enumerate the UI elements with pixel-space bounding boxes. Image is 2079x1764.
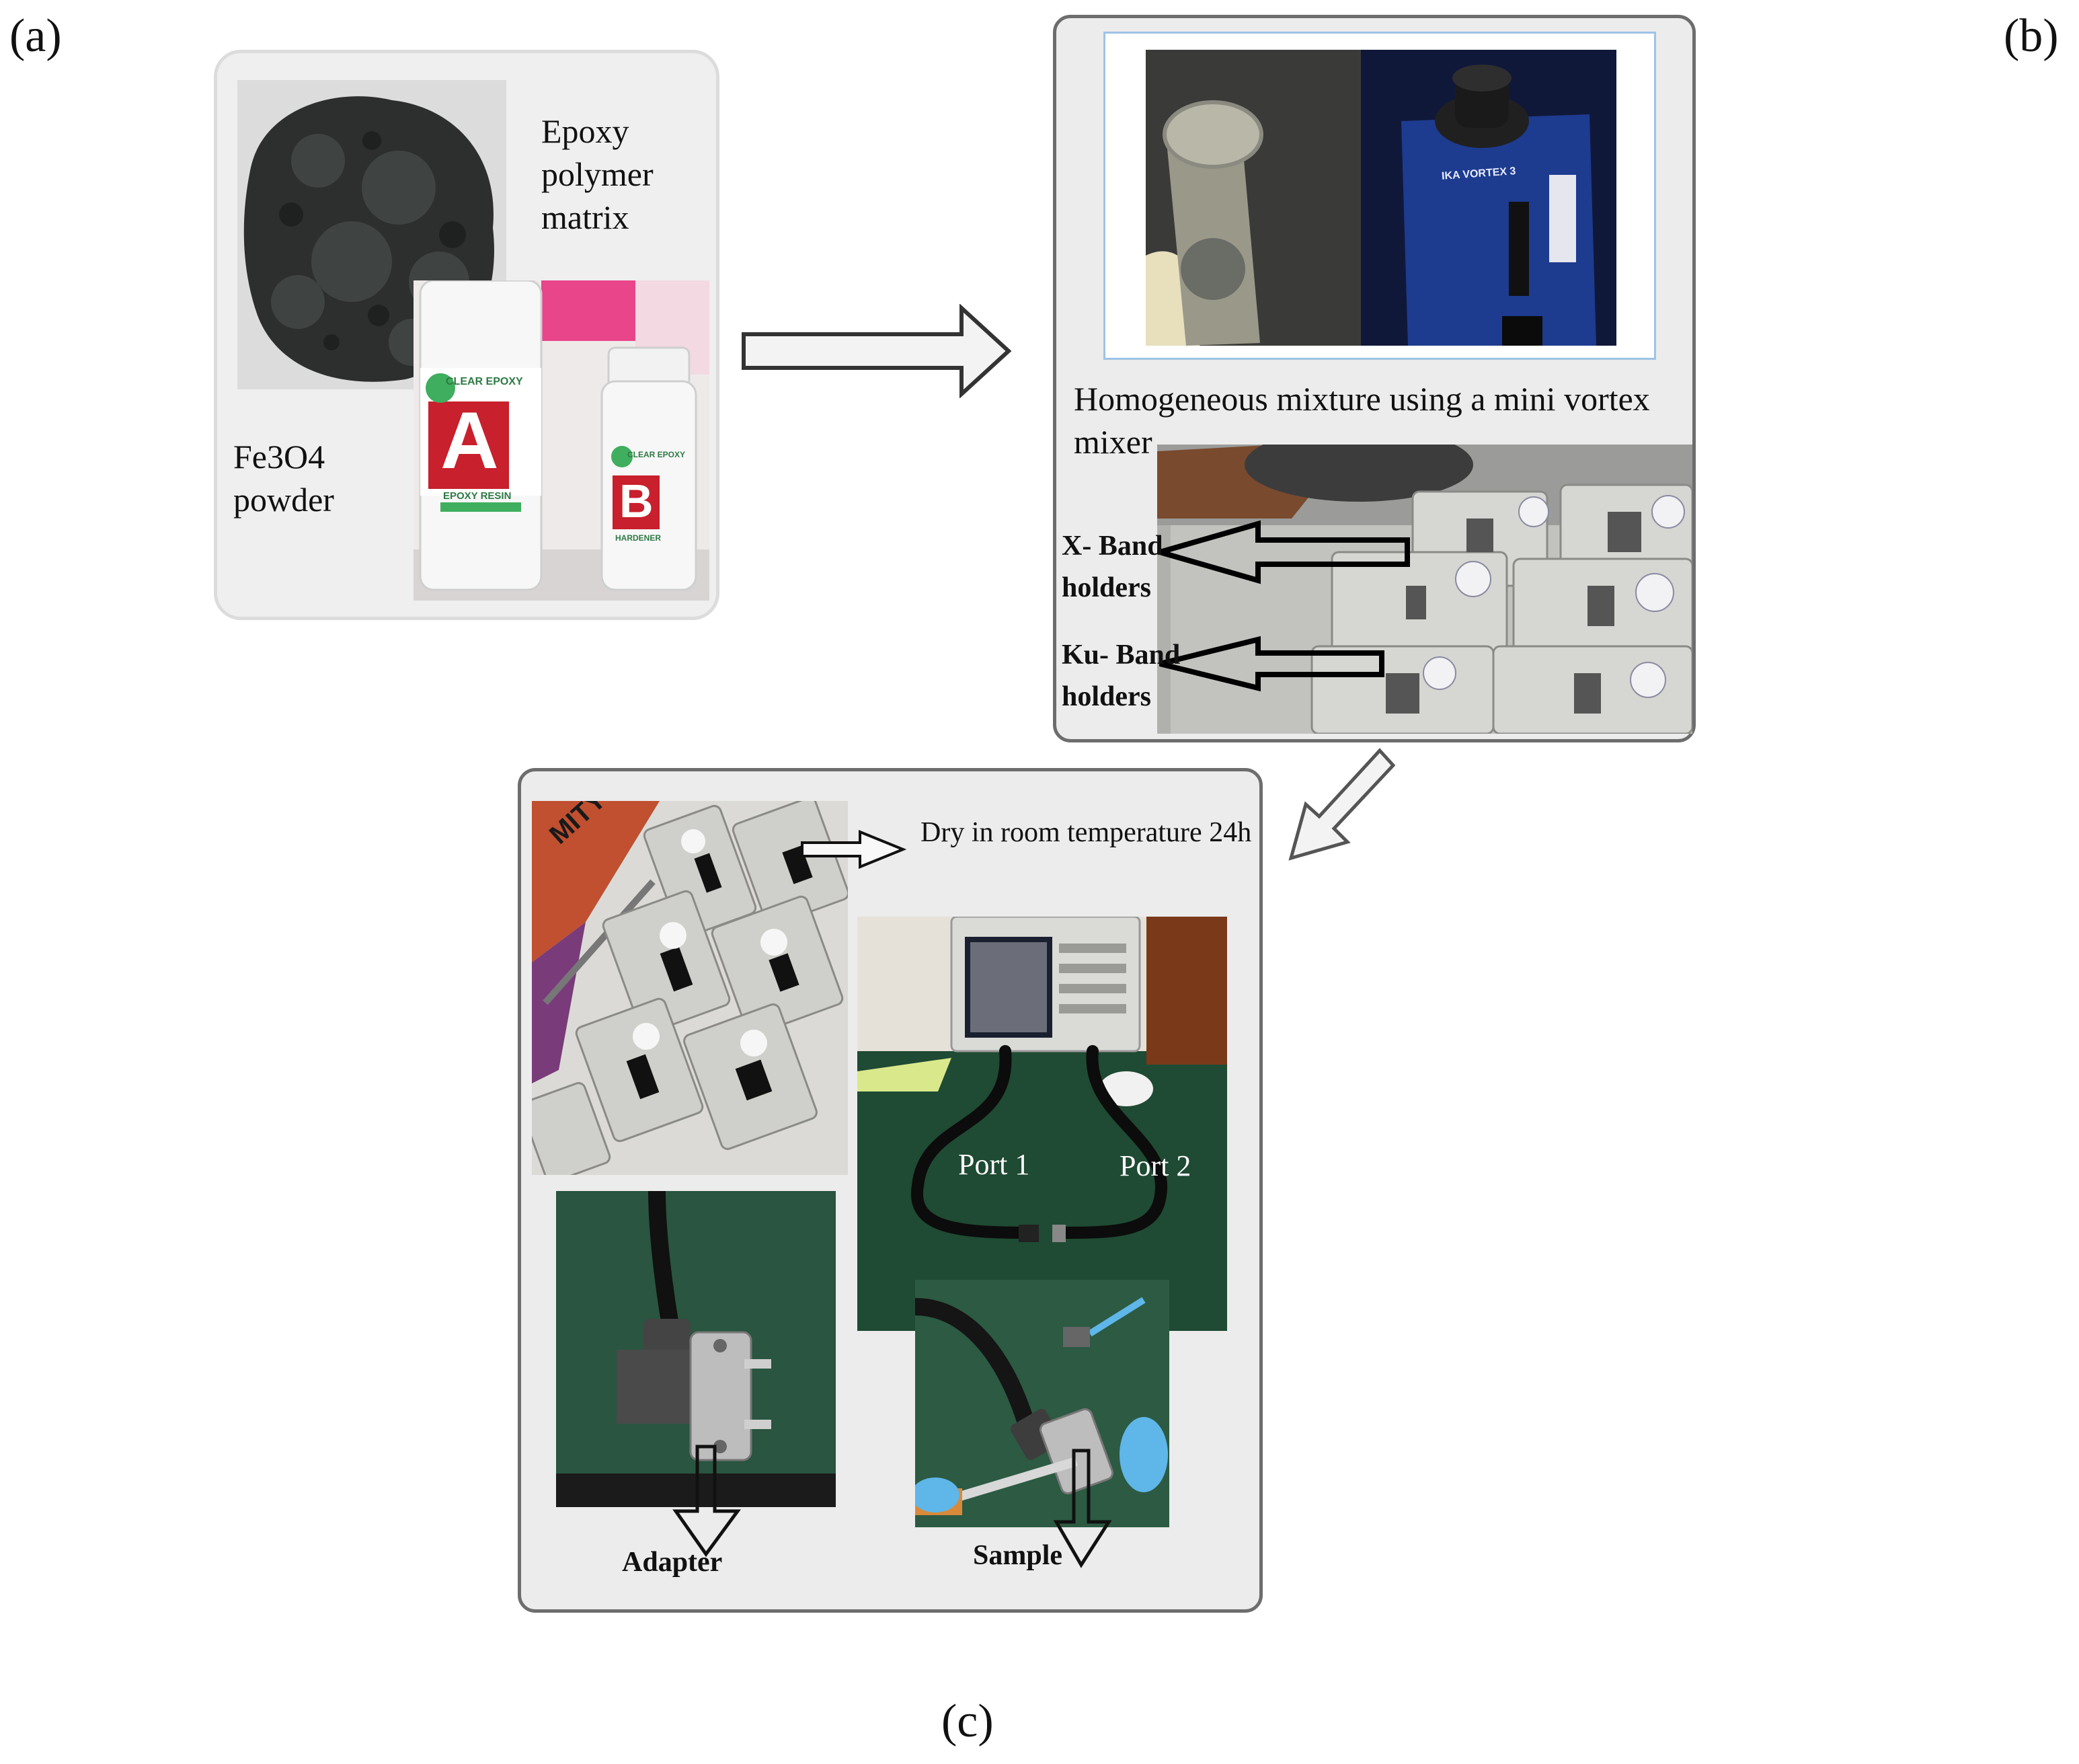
sample-arrow-icon — [1053, 1449, 1112, 1568]
panel-label-c: (c) — [941, 1695, 994, 1747]
port-2-label: Port 2 — [1120, 1149, 1191, 1182]
dried-holders-photo: MITY GASOLINE — [532, 801, 848, 1175]
sample-label: Sample — [973, 1540, 1063, 1571]
panel-b-mixing: IKA VORTEX 3 Homogeneous mixture using a… — [1053, 15, 1696, 742]
panel-a-materials: Epoxy polymer matrix Fe3O4 powder CLEAR … — [214, 50, 719, 620]
vortex-mixer-caption: Homogeneous mixture using a mini vortex … — [1074, 380, 1650, 461]
panel-label-a: (a) — [9, 10, 62, 62]
panel-label-b: (b) — [2004, 10, 2059, 62]
ku-band-holders-label: Ku- Band holders — [1062, 640, 1181, 712]
vna-setup-photo: Port 1 Port 2 — [857, 917, 1227, 1331]
bottle-b-sub-text: HARDENER — [615, 533, 662, 543]
sample-photo — [915, 1280, 1169, 1527]
epoxy-matrix-label: Epoxy polymer matrix — [541, 112, 654, 236]
fe3o4-powder-label: Fe3O4 powder — [233, 438, 334, 519]
bottle-a-letter: A — [440, 395, 499, 486]
adapter-arrow-icon — [672, 1445, 741, 1558]
dry-label: Dry in room temperature 24h — [920, 817, 1252, 848]
bottle-a-sub-text: EPOXY RESIN — [443, 490, 512, 502]
arrow-a-to-b-icon — [742, 304, 1012, 398]
adapter-label: Adapter — [622, 1547, 723, 1578]
port-1-label: Port 1 — [958, 1148, 1030, 1181]
vortex-mixer-photo: IKA VORTEX 3 — [1103, 32, 1656, 360]
bottle-b-letter: B — [619, 475, 654, 527]
bottle-a-top-text: CLEAR EPOXY — [446, 376, 523, 387]
panel-c-measurement: MITY GASOLINE Dry in room temperature 24… — [518, 768, 1263, 1613]
x-band-arrow-icon — [1157, 520, 1410, 584]
bottle-b-top-text: CLEAR EPOXY — [627, 450, 686, 459]
dry-arrow-icon — [801, 830, 907, 869]
x-band-holders-label: X- Band holders — [1062, 531, 1163, 603]
arrow-b-to-c-icon — [1288, 748, 1396, 861]
epoxy-bottles-photo: CLEAR EPOXY A EPOXY RESIN CLEAR EPOXY B … — [414, 280, 709, 601]
ku-band-arrow-icon — [1159, 636, 1384, 692]
